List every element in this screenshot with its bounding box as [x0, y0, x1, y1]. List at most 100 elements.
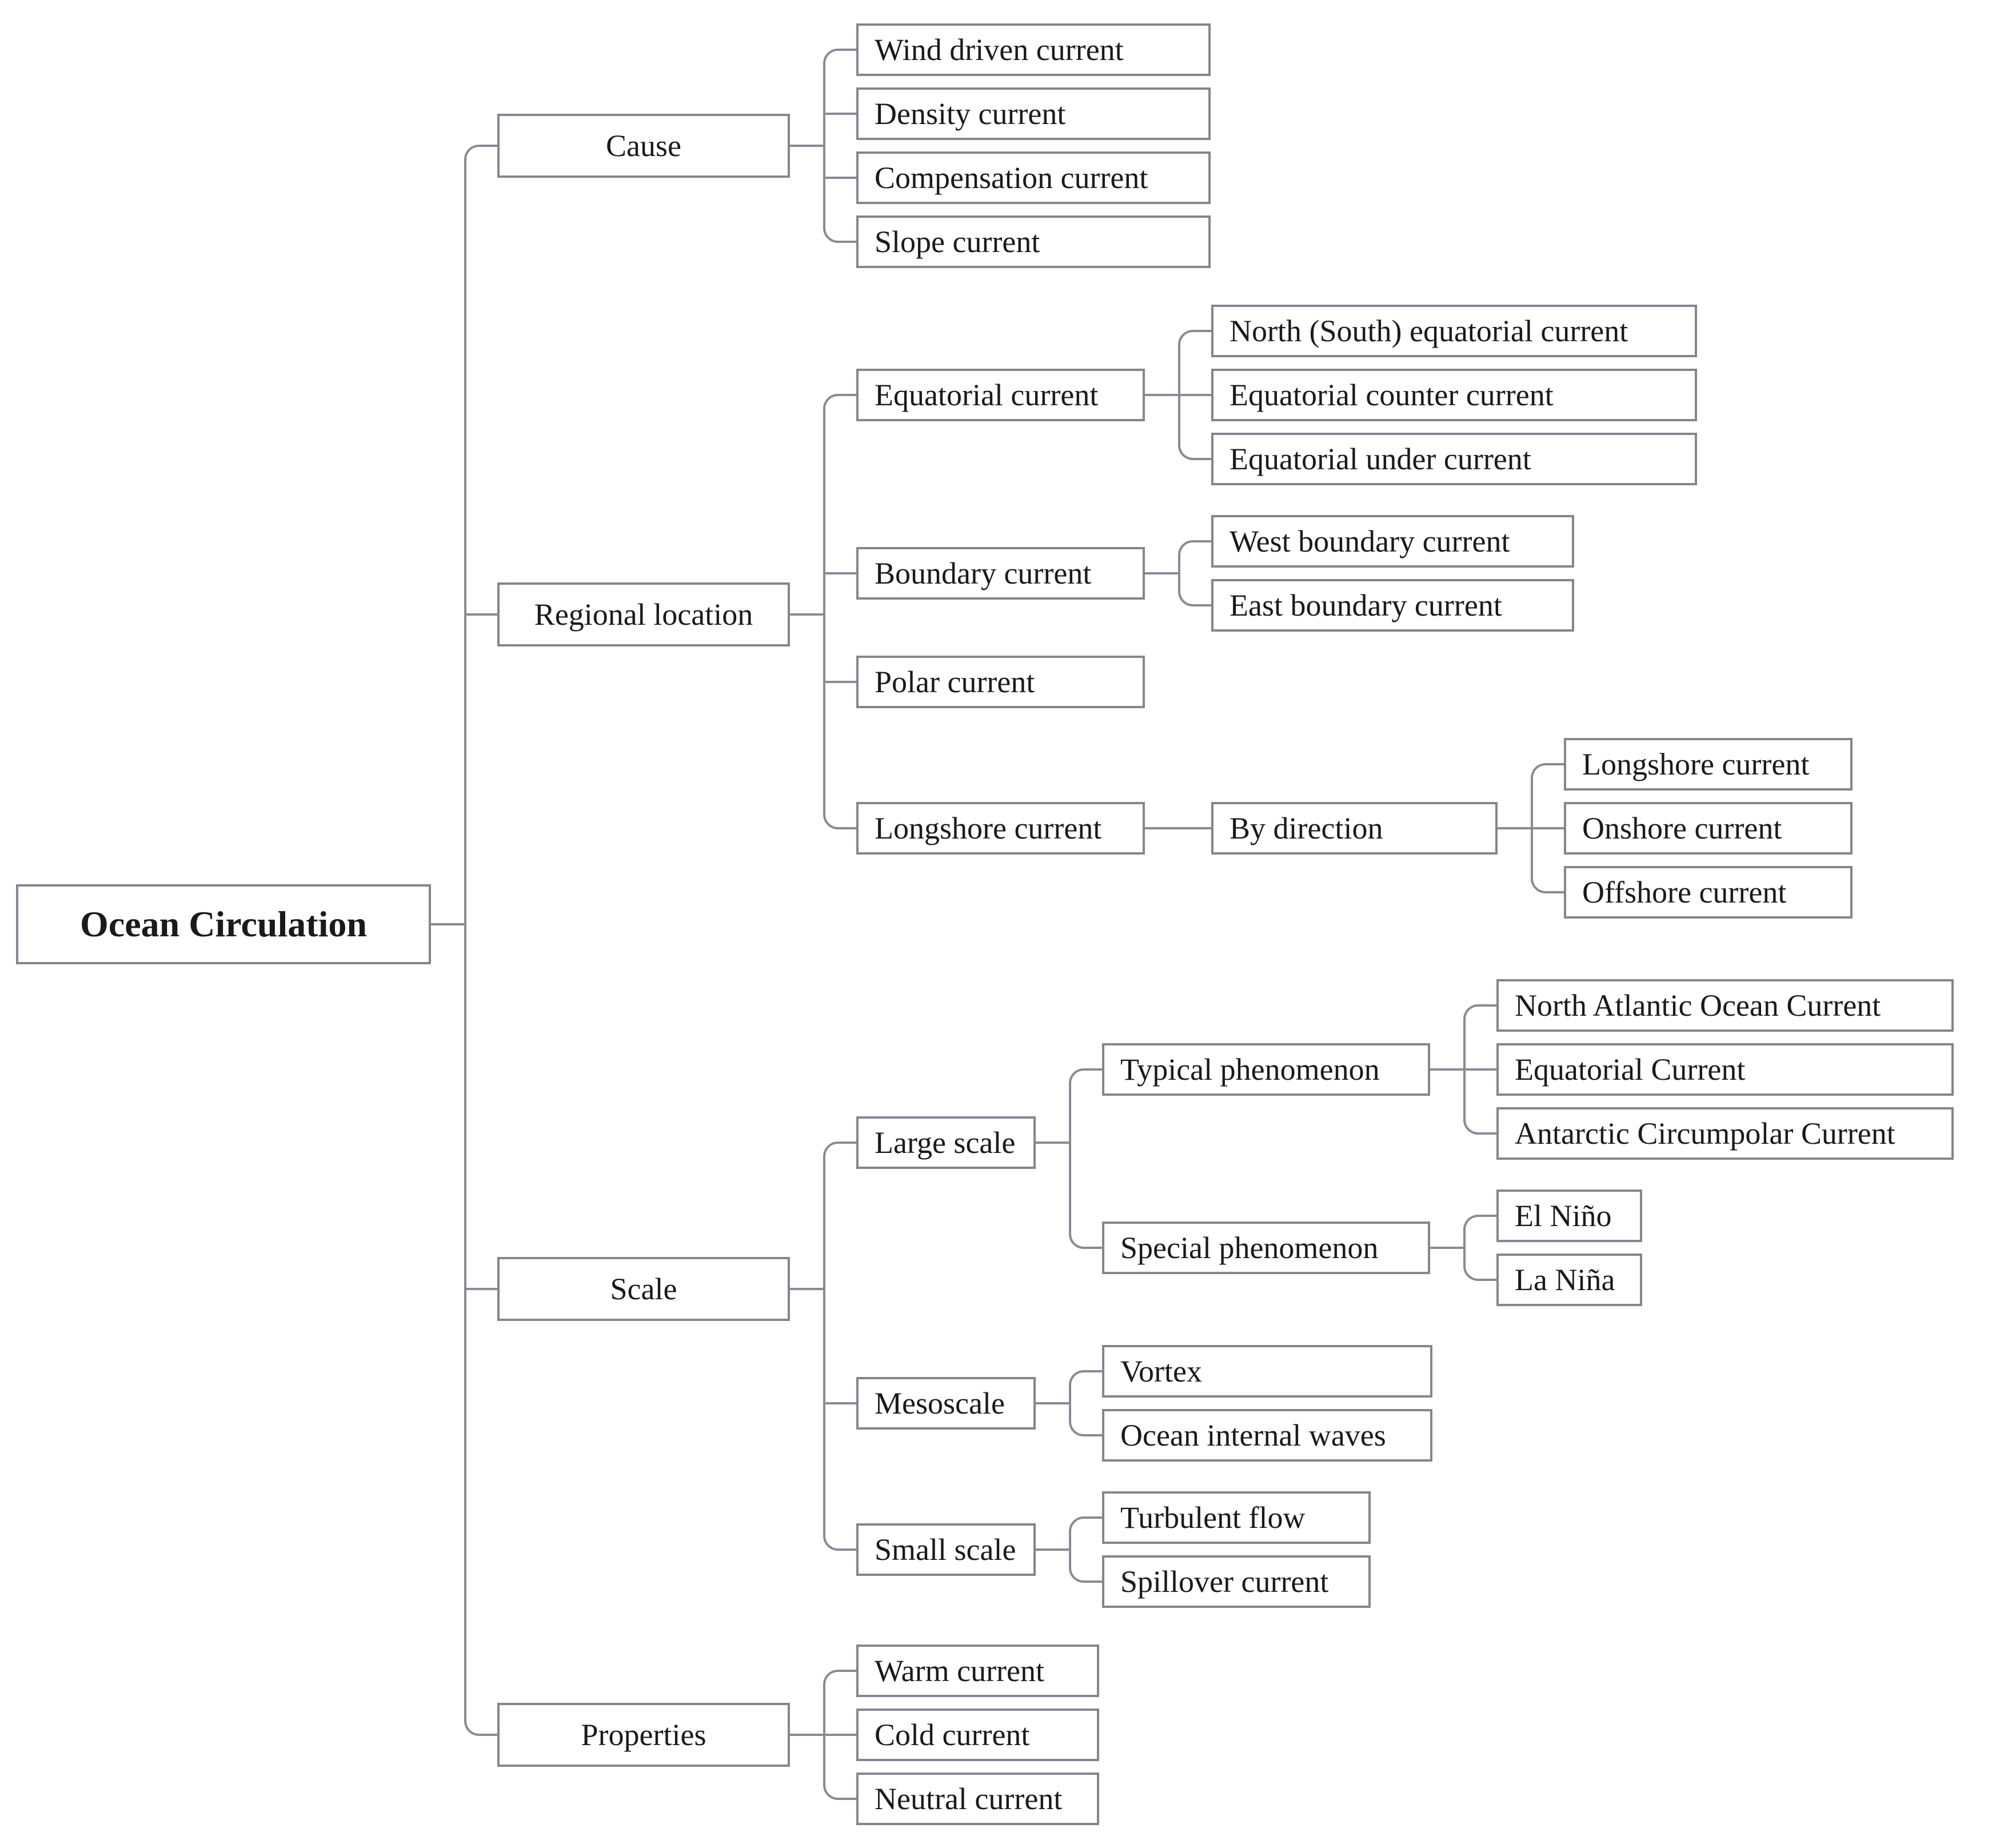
branch-wind-driven-current: Wind driven current	[823, 18, 1211, 82]
node-longshore-current-leaf: Longshore current	[1564, 737, 1853, 791]
branch-typical-phenomenon: Typical phenomenon North Atlantic Ocean …	[1069, 964, 1954, 1175]
connector	[790, 1733, 823, 1736]
node-longshore-current: Longshore current	[856, 801, 1145, 855]
node-cold-current: Cold current	[856, 1708, 1099, 1761]
branch-cause: Cause Wind driven current Density curren…	[464, 10, 1954, 282]
branch-equatorial-current: Equatorial current North (South) equator…	[823, 290, 1853, 500]
branch-cold-current: Cold current	[823, 1702, 1099, 1767]
boundary-current-children: West boundary current East boundary curr…	[1178, 509, 1574, 637]
node-turbulent-flow: Turbulent flow	[1102, 1491, 1371, 1544]
branch-slope-current: Slope current	[823, 209, 1211, 274]
node-la-nina: La Niña	[1496, 1253, 1642, 1306]
branch-warm-current: Warm current	[823, 1639, 1099, 1703]
node-regional-location: Regional location	[497, 582, 790, 646]
branch-vortex: Vortex	[1069, 1339, 1432, 1403]
node-properties: Properties	[497, 1702, 790, 1767]
node-vortex: Vortex	[1102, 1344, 1432, 1398]
branch-longshore-current: Longshore current By direction	[823, 717, 1853, 939]
branch-neutral-current: Neutral current	[823, 1766, 1099, 1831]
node-equatorial-under-current: Equatorial under current	[1211, 432, 1697, 485]
branch-el-nino: El Niño	[1463, 1184, 1642, 1248]
branch-north-south-equatorial-current: North (South) equatorial current	[1178, 299, 1697, 363]
node-offshore-current: Offshore current	[1564, 865, 1853, 919]
branch-turbulent-flow: Turbulent flow	[1069, 1486, 1371, 1550]
small-scale-children: Turbulent flow Spillover current	[1069, 1486, 1371, 1614]
node-el-nino: El Niño	[1496, 1189, 1642, 1242]
level1-column: Cause Wind driven current Density curren…	[464, 10, 1954, 1839]
connector	[1145, 572, 1178, 574]
node-north-atlantic-ocean-current: North Atlantic Ocean Current	[1496, 979, 1954, 1032]
node-ocean-internal-waves: Ocean internal waves	[1102, 1408, 1432, 1462]
connector	[1430, 1246, 1463, 1249]
branch-special-phenomenon: Special phenomenon El Niño	[1069, 1174, 1954, 1321]
connector	[1498, 827, 1531, 829]
node-equatorial-counter-current: Equatorial counter current	[1211, 368, 1697, 421]
branch-scale: Scale Large scale Typical phenomenon	[464, 947, 1954, 1631]
branch-east-boundary-current: East boundary current	[1178, 573, 1574, 637]
branch-properties: Properties Warm current Cold current Neu…	[464, 1630, 1954, 1839]
branch-ocean-internal-waves: Ocean internal waves	[1069, 1403, 1432, 1467]
branch-onshore-current: Onshore current	[1531, 796, 1853, 860]
typical-phenomenon-children: North Atlantic Ocean Current Equatorial …	[1463, 973, 1954, 1166]
branch-equatorial-counter-current: Equatorial counter current	[1178, 362, 1697, 427]
scale-children: Large scale Typical phenomenon	[823, 955, 1954, 1623]
branch-regional-location: Regional location Equatorial current Nor…	[464, 281, 1954, 947]
node-equatorial-current-large: Equatorial Current	[1496, 1043, 1954, 1096]
mesoscale-children: Vortex Ocean internal waves	[1069, 1339, 1432, 1467]
special-phenomenon-children: El Niño La Niña	[1463, 1184, 1642, 1312]
branch-small-scale: Small scale Turbulent flow Spillover cur…	[823, 1476, 1954, 1623]
longshore-current-children: By direction Longshore current	[1178, 727, 1853, 930]
node-small-scale: Small scale	[856, 1523, 1036, 1576]
node-compensation-current: Compensation current	[856, 151, 1211, 204]
branch-density-current: Density current	[823, 81, 1211, 146]
node-ocean-circulation: Ocean Circulation	[16, 884, 431, 964]
node-warm-current: Warm current	[856, 1644, 1099, 1697]
connector	[1036, 1548, 1069, 1551]
node-large-scale: Large scale	[856, 1116, 1036, 1169]
branch-longshore-current-leaf: Longshore current	[1531, 732, 1853, 796]
node-wind-driven-current: Wind driven current	[856, 23, 1211, 76]
node-density-current: Density current	[856, 87, 1211, 140]
large-scale-children: Typical phenomenon North Atlantic Ocean …	[1069, 964, 1954, 1321]
node-onshore-current: Onshore current	[1564, 801, 1853, 855]
branch-mesoscale: Mesoscale Vortex Ocean internal waves	[823, 1330, 1954, 1476]
properties-children: Warm current Cold current Neutral curren…	[823, 1639, 1099, 1831]
node-north-south-equatorial-current: North (South) equatorial current	[1211, 304, 1697, 357]
connector	[1036, 1141, 1069, 1144]
branch-boundary-current: Boundary current West boundary current E…	[823, 500, 1853, 646]
regional-location-children: Equatorial current North (South) equator…	[823, 290, 1853, 939]
node-cause: Cause	[497, 113, 790, 178]
node-antarctic-circumpolar-current: Antarctic Circumpolar Current	[1496, 1107, 1954, 1160]
connector	[790, 144, 823, 147]
branch-antarctic-circumpolar-current: Antarctic Circumpolar Current	[1463, 1101, 1954, 1166]
node-west-boundary-current: West boundary current	[1211, 514, 1574, 568]
node-mesoscale: Mesoscale	[856, 1376, 1036, 1430]
by-direction-children: Longshore current Onshore current Offsho…	[1531, 732, 1853, 924]
branch-polar-current: Polar current	[823, 646, 1853, 717]
node-equatorial-current: Equatorial current	[856, 368, 1145, 421]
root-subtree: Ocean Circulation Cause Wind driven curr…	[16, 10, 1954, 1839]
connector	[431, 923, 464, 925]
node-boundary-current: Boundary current	[856, 546, 1145, 600]
connector	[790, 1287, 823, 1290]
branch-compensation-current: Compensation current	[823, 145, 1211, 210]
connector	[1036, 1402, 1069, 1404]
node-special-phenomenon: Special phenomenon	[1102, 1221, 1430, 1274]
node-by-direction: By direction	[1211, 801, 1498, 855]
branch-offshore-current: Offshore current	[1531, 860, 1853, 924]
branch-by-direction: By direction Longshore current	[1178, 727, 1853, 930]
branch-west-boundary-current: West boundary current	[1178, 509, 1574, 573]
branch-la-nina: La Niña	[1463, 1247, 1642, 1312]
cause-children: Wind driven current Density current Comp…	[823, 18, 1211, 274]
connector	[1145, 393, 1178, 396]
branch-spillover-current: Spillover current	[1069, 1549, 1371, 1614]
node-neutral-current: Neutral current	[856, 1772, 1099, 1825]
node-typical-phenomenon: Typical phenomenon	[1102, 1043, 1430, 1096]
connector	[790, 613, 823, 616]
node-spillover-current: Spillover current	[1102, 1555, 1371, 1608]
node-slope-current: Slope current	[856, 215, 1211, 268]
branch-large-scale: Large scale Typical phenomenon	[823, 955, 1954, 1330]
branch-equatorial-current-large: Equatorial Current	[1463, 1037, 1954, 1101]
node-scale: Scale	[497, 1256, 790, 1321]
